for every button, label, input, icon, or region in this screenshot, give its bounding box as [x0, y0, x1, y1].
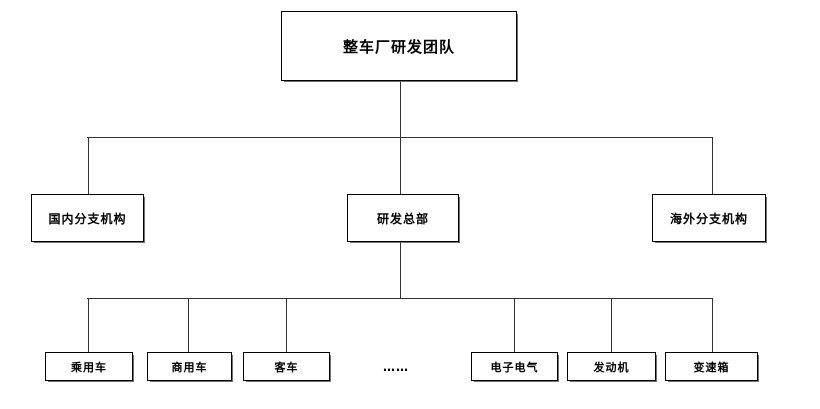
node-level3-1[interactable]: 乘用车: [45, 352, 133, 381]
node-level3-1-label: 乘用车: [71, 360, 107, 374]
node-level3-5[interactable]: 发动机: [567, 352, 656, 381]
connector-drop-level3-6: [712, 298, 713, 352]
connector-drop-level2-3: [712, 137, 713, 194]
node-level3-3-label: 客车: [274, 360, 299, 374]
connector-drop-level3-3: [286, 298, 287, 352]
node-level3-5-label: 发动机: [593, 360, 630, 374]
node-level3-2[interactable]: 商用车: [147, 352, 232, 381]
node-level3-6-label: 变速箱: [693, 360, 730, 374]
connector-root-stem: [400, 81, 401, 137]
connector-drop-level3-4: [514, 298, 515, 352]
node-level2-3[interactable]: 海外分支机构: [652, 194, 766, 242]
node-level3-4-label: 电子电气: [490, 360, 539, 374]
connector-bar-level3: [87, 298, 713, 299]
node-level2-2-label: 研发总部: [376, 211, 429, 226]
connector-drop-level2-1: [88, 137, 89, 194]
connector-drop-level3-2: [188, 298, 189, 352]
node-root[interactable]: 整车厂研发团队: [281, 11, 517, 81]
node-level2-3-label: 海外分支机构: [669, 211, 748, 226]
node-level2-1[interactable]: 国内分支机构: [31, 194, 144, 242]
ellipsis-marker: ……: [383, 361, 409, 373]
node-level3-2-label: 商用车: [171, 360, 208, 374]
node-level3-3[interactable]: 客车: [243, 352, 330, 381]
node-level2-1-label: 国内分支机构: [48, 211, 127, 226]
connector-drop-level3-1: [88, 298, 89, 352]
node-level2-2[interactable]: 研发总部: [347, 194, 459, 242]
node-level3-6[interactable]: 变速箱: [665, 352, 758, 381]
connector-mid-stem: [400, 242, 401, 298]
ellipsis-label: ……: [383, 360, 409, 374]
connector-drop-level2-2: [400, 137, 401, 194]
connector-drop-level3-5: [611, 298, 612, 352]
node-root-label: 整车厂研发团队: [342, 37, 455, 56]
node-level3-4[interactable]: 电子电气: [471, 352, 558, 381]
